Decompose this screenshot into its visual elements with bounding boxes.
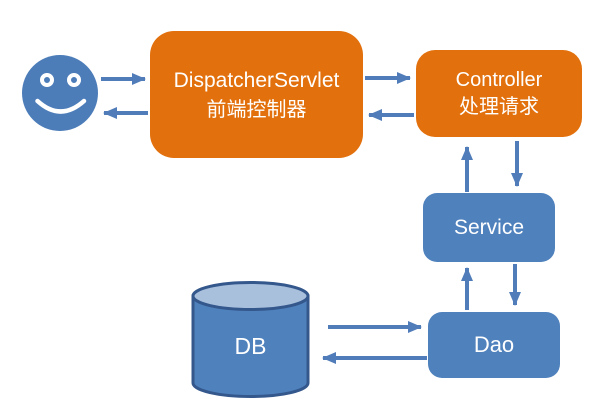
controller-title: Controller xyxy=(455,69,543,91)
smiley-mouth xyxy=(35,98,87,114)
smiley-left-eye xyxy=(40,73,54,87)
db-cylinder-body xyxy=(191,294,310,398)
db-cylinder-icon xyxy=(191,281,310,398)
service-label: Service xyxy=(453,215,525,239)
controller-subtitle: 处理请求 xyxy=(459,96,539,118)
smiley-right-eye xyxy=(67,73,81,87)
db-label: DB xyxy=(234,333,267,359)
dispatcher-servlet-subtitle: 前端控制器 xyxy=(206,98,307,121)
db-cylinder-top xyxy=(191,281,310,311)
node-dispatcher-servlet: DispatcherServlet 前端控制器 xyxy=(150,31,363,158)
node-service: Service xyxy=(423,193,555,262)
dao-label: Dao xyxy=(473,332,515,357)
node-dao: Dao xyxy=(428,312,560,378)
smiley-face-icon xyxy=(22,55,98,131)
dispatcher-servlet-title: DispatcherServlet xyxy=(173,68,340,92)
smiley-head xyxy=(22,55,98,131)
node-controller: Controller 处理请求 xyxy=(416,50,582,137)
